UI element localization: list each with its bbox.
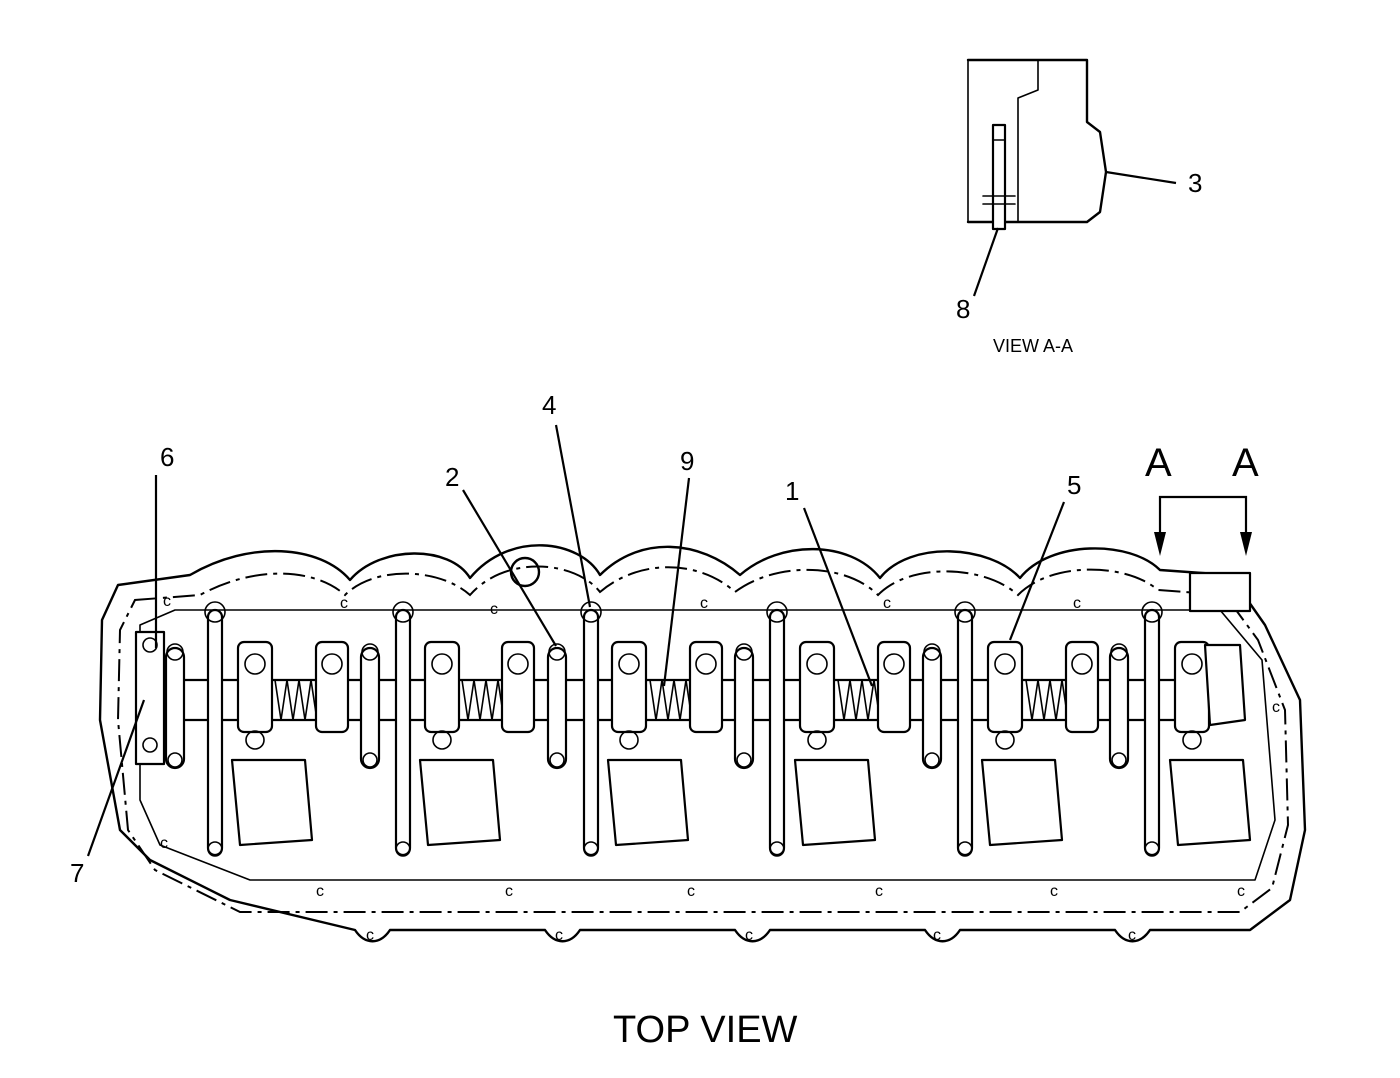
leader-lines <box>86 424 1066 857</box>
gasket-outline <box>116 565 1290 913</box>
shaft-end-plate <box>134 630 166 766</box>
callout-5: 5 <box>1067 470 1081 500</box>
hole-mark: c <box>490 601 498 618</box>
top-view-caption: TOP VIEW <box>613 1009 798 1051</box>
leader-8 <box>972 227 1000 297</box>
cover-outline <box>98 544 1307 943</box>
callout-9: 9 <box>680 446 694 476</box>
hole-mark: c <box>1272 699 1280 716</box>
inner-rail <box>139 609 1276 881</box>
leader-3 <box>1105 170 1177 185</box>
callout-3: 3 <box>1188 168 1202 198</box>
leader-4 <box>554 424 592 608</box>
dowel-pin <box>991 123 1007 231</box>
section-view-a-a: 3 8 VIEW A-A <box>956 58 1202 356</box>
hole-mark: c <box>366 927 374 944</box>
hole-mark: c <box>933 927 941 944</box>
callout-8: 8 <box>956 294 970 324</box>
leader-1 <box>802 507 874 687</box>
hole-mark: c <box>1050 883 1058 900</box>
hole-mark: c <box>1128 927 1136 944</box>
hole-mark: c <box>340 595 348 612</box>
top-view: A A c c c c c c c c c c c c c c c c c c … <box>70 390 1307 1051</box>
callout-6: 6 <box>160 442 174 472</box>
section-letter-right: A <box>1232 441 1259 485</box>
section-letter-left: A <box>1145 441 1172 485</box>
cylinder-group-1 <box>164 601 350 857</box>
hole-mark: c <box>875 883 883 900</box>
leader-7 <box>86 699 146 857</box>
cylinder-group-5 <box>921 601 1100 857</box>
leader-5 <box>1008 501 1066 641</box>
cylinder-group-2 <box>359 601 536 857</box>
hole-mark: c <box>555 927 563 944</box>
oil-fill-boss <box>509 556 541 588</box>
section-cut-marker: A A <box>1145 441 1259 613</box>
hole-mark: c <box>687 883 695 900</box>
callout-4: 4 <box>542 390 556 420</box>
cylinder-group-4 <box>733 601 912 857</box>
callout-7: 7 <box>70 858 84 888</box>
hole-mark: c <box>316 883 324 900</box>
section-view-caption: VIEW A-A <box>993 336 1073 356</box>
section-arrow-left <box>1154 532 1166 556</box>
leader-9 <box>662 477 691 687</box>
leader-2 <box>462 489 557 647</box>
cylinder-group-6 <box>1108 601 1252 857</box>
hole-mark: c <box>505 883 513 900</box>
hole-mark: c <box>163 593 171 610</box>
hole-mark: c <box>1237 883 1245 900</box>
hole-mark: c <box>1073 595 1081 612</box>
cylinder-group-3 <box>546 601 724 857</box>
section-arrow-right <box>1240 532 1252 556</box>
hole-marks: c c c c c c c c c c c c c c c c c c c <box>160 593 1280 944</box>
hole-mark: c <box>883 595 891 612</box>
hole-mark: c <box>745 927 753 944</box>
callout-2: 2 <box>445 462 459 492</box>
callout-1: 1 <box>785 476 799 506</box>
hole-mark: c <box>160 835 168 852</box>
hole-mark: c <box>700 595 708 612</box>
